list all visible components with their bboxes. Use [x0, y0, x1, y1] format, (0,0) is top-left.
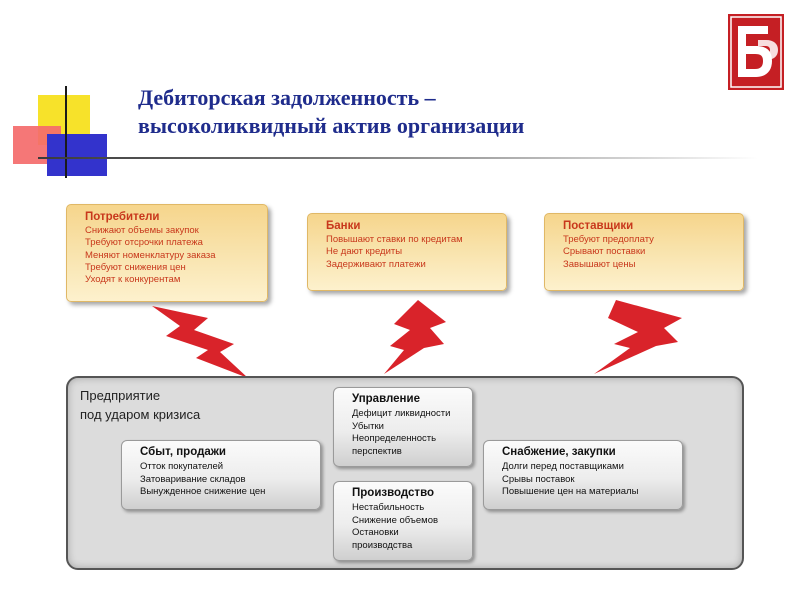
production-item: производства: [352, 539, 413, 551]
production-item: Нестабильность: [352, 502, 425, 513]
sales-item: Вынужденное снижение цен: [140, 486, 266, 498]
title-underline: [38, 157, 758, 159]
consumers-item: Требуют отсрочки платежа: [85, 237, 203, 249]
consumers-title: Потребители: [85, 211, 160, 223]
supply-box: Снабжение, закупки Долги перед поставщик…: [483, 440, 683, 510]
production-box: Производство Нестабильность Снижение объ…: [333, 481, 473, 561]
management-title: Управление: [352, 393, 420, 405]
banks-item: Задерживают платежи: [326, 258, 426, 270]
supply-item: Повышение цен на материалы: [502, 486, 639, 498]
sales-title: Сбыт, продажи: [140, 446, 226, 458]
lightning-bolt-icon: [384, 300, 446, 374]
management-item: Неопределенность: [352, 433, 437, 445]
consumers-box: Потребители Снижают объемы закупок Требу…: [66, 204, 268, 302]
title-line-2: высоколиквидный актив организации: [138, 113, 525, 138]
sales-item: Отток покупателей: [140, 461, 224, 472]
banks-box: Банки Повышают ставки по кредитам Не даю…: [307, 213, 507, 291]
supply-item: Срывы поставок: [502, 473, 575, 485]
production-item: Снижение объемов: [352, 514, 439, 526]
banks-item: Повышают ставки по кредитам: [326, 234, 463, 245]
suppliers-title: Поставщики: [563, 220, 634, 232]
sales-box: Сбыт, продажи Отток покупателей Затовари…: [121, 440, 321, 510]
consumers-item: Снижают объемы закупок: [85, 225, 199, 236]
management-item: Дефицит ликвидности: [352, 408, 451, 419]
title-line-1: Дебиторская задолженность –: [138, 85, 436, 110]
enterprise-label-line-1: Предприятие: [80, 388, 161, 403]
suppliers-box: Поставщики Требуют предоплату Срывают по…: [544, 213, 744, 291]
decor-blue-square: [47, 134, 107, 176]
banks-item: Не дают кредиты: [326, 246, 403, 258]
management-box: Управление Дефицит ликвидности Убытки Не…: [333, 387, 473, 467]
enterprise-label: Предприятие под ударом кризиса: [80, 386, 200, 424]
production-item: Остановки: [352, 527, 399, 539]
company-logo: [728, 14, 784, 90]
lightning-bolt-icon: [594, 300, 682, 374]
consumers-item: Требуют снижения цен: [85, 261, 186, 273]
sales-item: Затоваривание складов: [140, 473, 246, 485]
lightning-bolt-icon: [152, 306, 248, 378]
production-title: Производство: [352, 487, 435, 499]
management-item: Убытки: [352, 420, 384, 432]
consumers-item: Меняют номенклатуру заказа: [85, 249, 216, 261]
decor-vertical-line: [65, 86, 67, 178]
consumers-item: Уходят к конкурентам: [85, 274, 181, 286]
enterprise-label-line-2: под ударом кризиса: [80, 407, 201, 422]
suppliers-item: Требуют предоплату: [563, 234, 654, 245]
supply-item: Долги перед поставщиками: [502, 461, 624, 472]
management-item: перспектив: [352, 445, 402, 457]
banks-title: Банки: [326, 220, 361, 232]
supply-title: Снабжение, закупки: [502, 446, 616, 458]
slide-title: Дебиторская задолженность – высоколиквид…: [138, 84, 678, 140]
suppliers-item: Завышают цены: [563, 258, 636, 270]
suppliers-item: Срывают поставки: [563, 246, 646, 258]
